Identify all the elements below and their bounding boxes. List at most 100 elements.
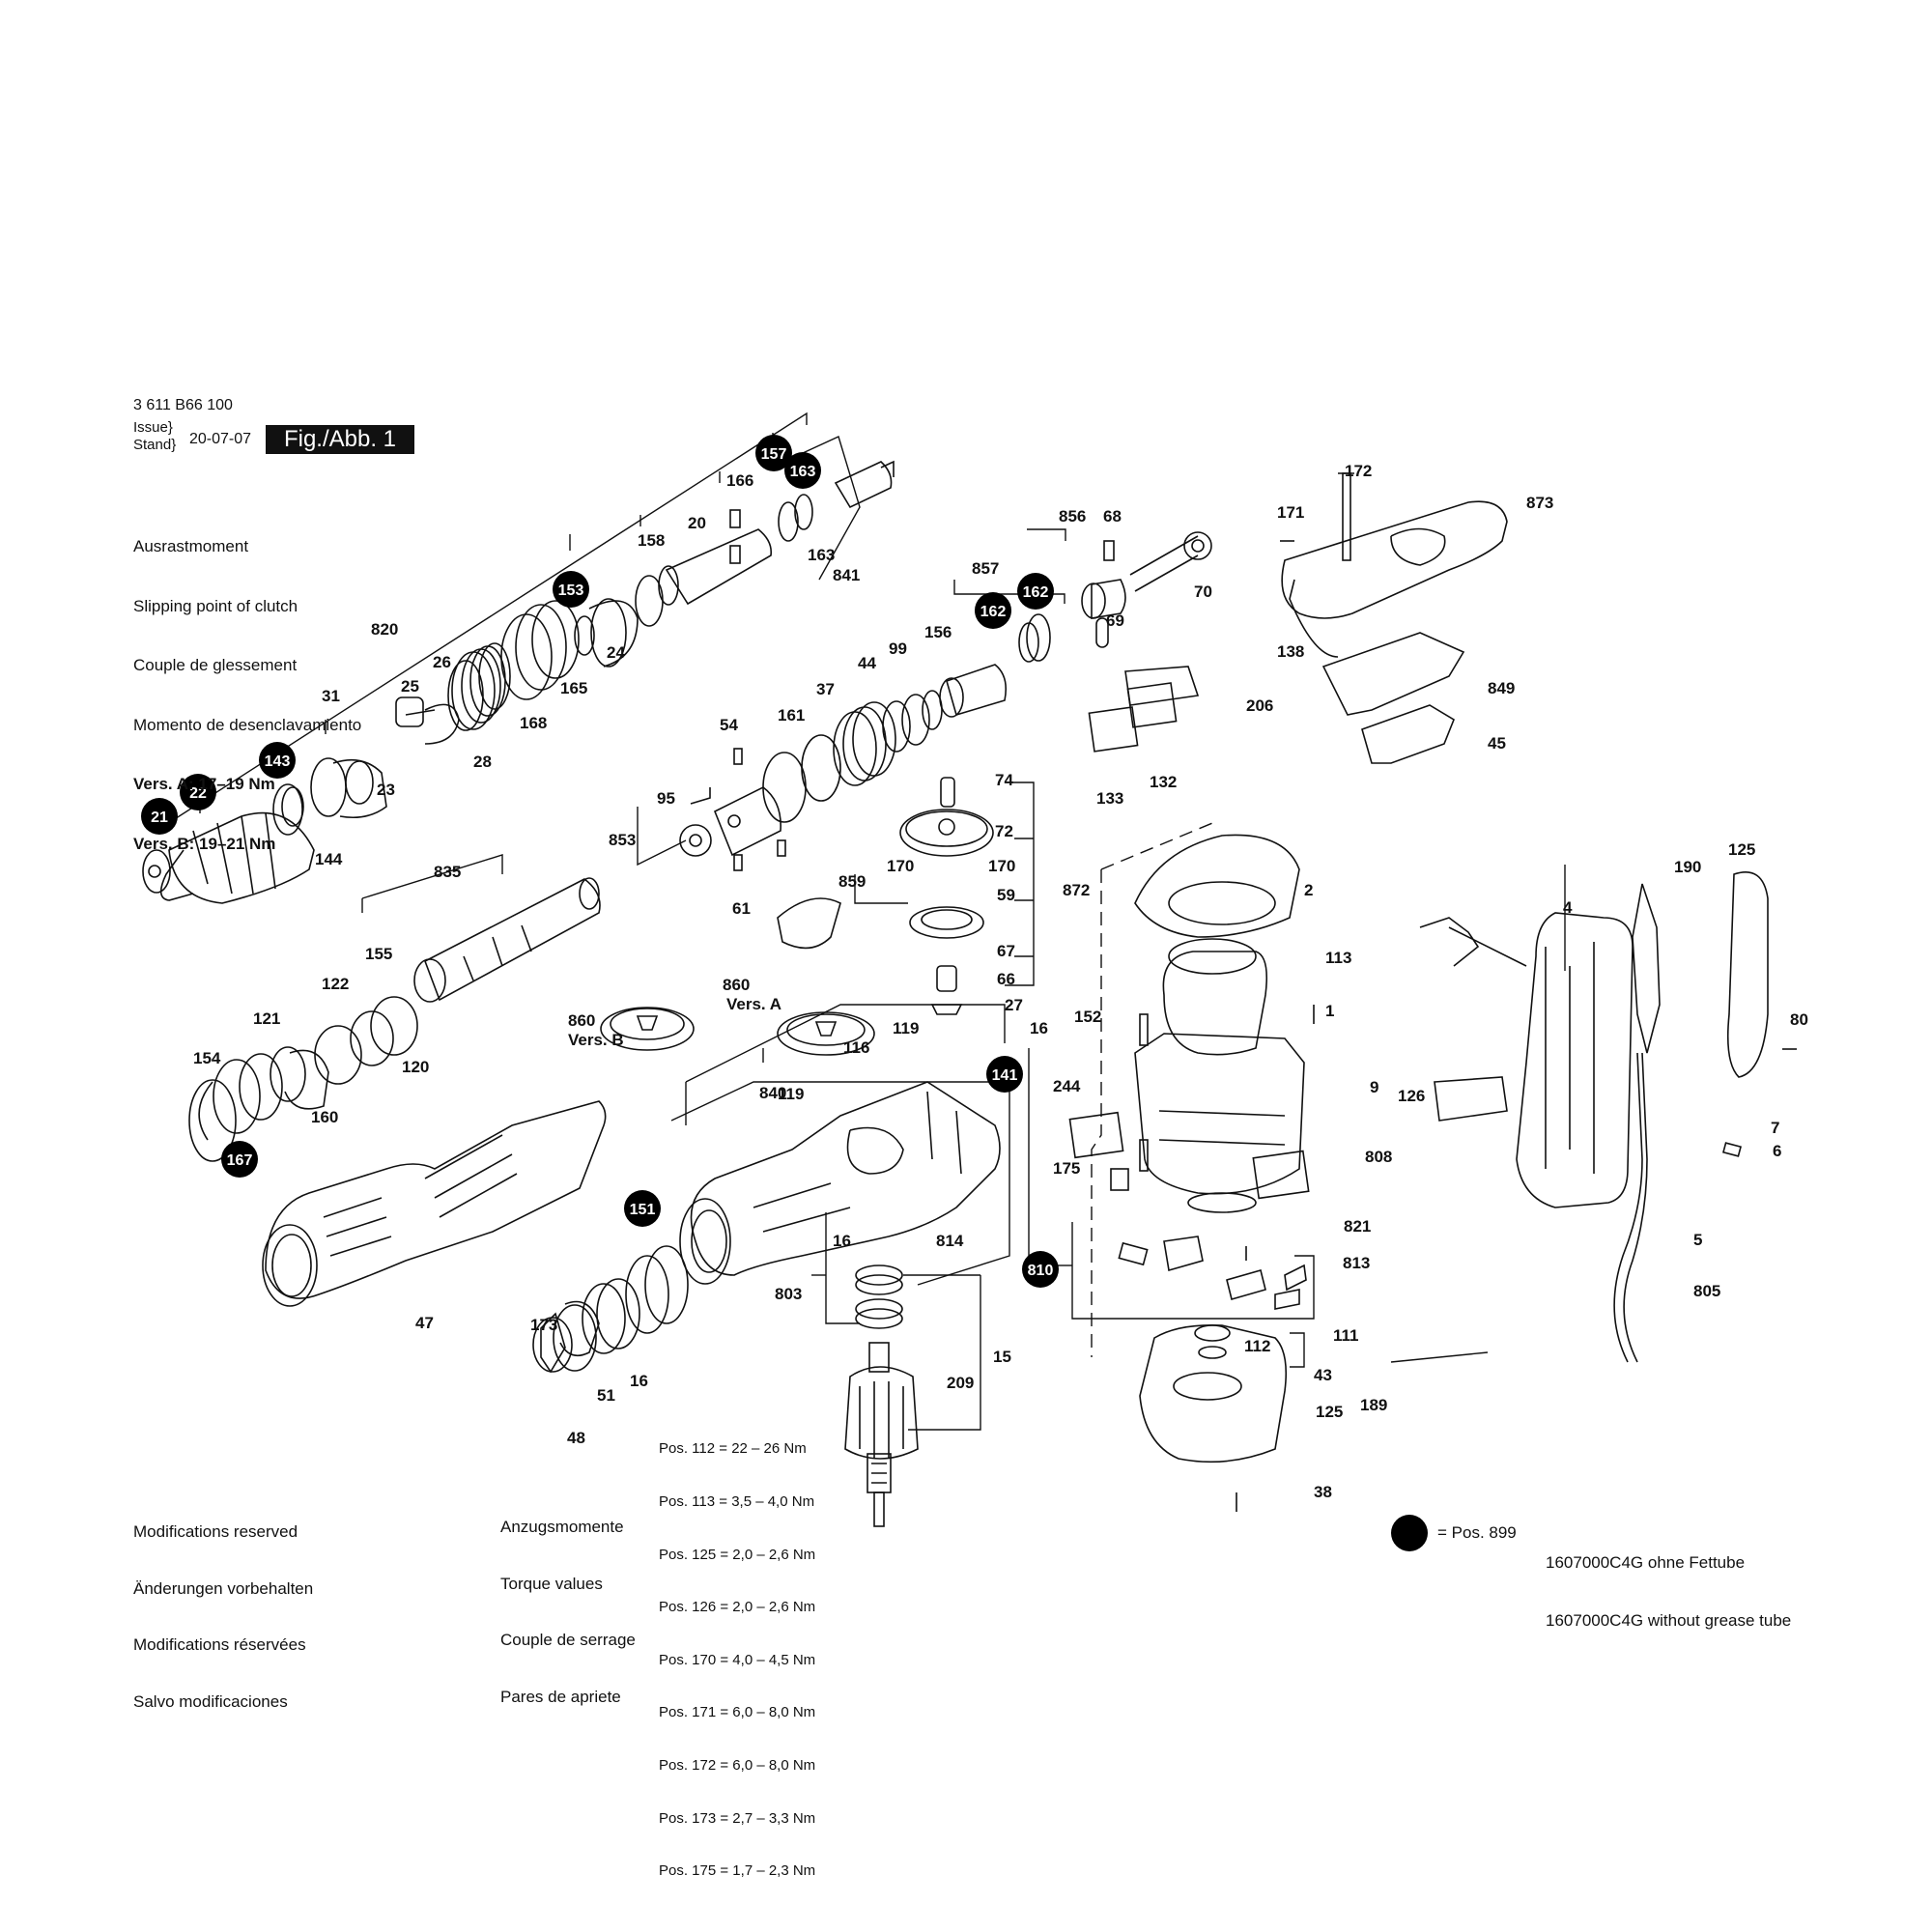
callout-number: 162 [1023, 584, 1049, 601]
callout-circle [1017, 573, 1054, 610]
part-number-label: 171 [1277, 503, 1304, 522]
part-number-label: 1 [1325, 1002, 1334, 1020]
callout-legend-dot [1391, 1515, 1428, 1551]
legend-code-de: 1607000C4G ohne Fettube [1546, 1553, 1746, 1572]
part-number-label: 860 [568, 1011, 595, 1030]
part-number-label: 112 [1244, 1337, 1270, 1355]
grease-callout: 810 [1022, 1251, 1059, 1288]
callout-number: 21 [151, 810, 168, 826]
part-number-label: 5 [1693, 1231, 1702, 1249]
grease-callout: 157 [755, 435, 792, 471]
part-number-label: 160 [311, 1108, 338, 1126]
torque-headings: Anzugsmomente Torque values Couple de se… [500, 1480, 636, 1744]
part-number-label: 66 [997, 970, 1015, 988]
torque-heading: Couple de serrage [500, 1631, 636, 1649]
part-number-label: 54 [720, 716, 738, 734]
torque-value: Pos. 175 = 1,7 – 2,3 Nm [659, 1862, 816, 1880]
torque-value: Pos. 172 = 6,0 – 8,0 Nm [659, 1757, 816, 1775]
part-number-label: 170 [887, 857, 914, 875]
grease-callout: 163 [784, 452, 821, 489]
part-number-label: 173 [530, 1316, 557, 1334]
callout-number: 141 [992, 1067, 1018, 1084]
legend-codes: 1607000C4G ohne Fettube 1607000C4G witho… [1546, 1515, 1791, 1669]
part-number-label: 43 [1314, 1366, 1332, 1384]
part-number-label: 47 [415, 1314, 434, 1332]
part-number-label: 154 [193, 1049, 221, 1067]
clutch-line: Ausrastmoment [133, 537, 249, 555]
part-number-label: Vers. B [568, 1031, 624, 1049]
part-number-label: 872 [1063, 881, 1090, 899]
part-number-label: Vers. A [726, 995, 781, 1013]
part-number-label: 166 [726, 471, 753, 490]
part-number-label: 859 [838, 872, 866, 891]
callout-number: 157 [761, 446, 787, 463]
part-number-label: 38 [1314, 1483, 1332, 1501]
part-number-label: 80 [1790, 1010, 1808, 1029]
part-number-label: 820 [371, 620, 398, 639]
modifications-line: Modifications réservées [133, 1635, 306, 1654]
callout-circle [180, 774, 216, 810]
legend-code-en: 1607000C4G without grease tube [1546, 1611, 1792, 1630]
callout-number: 151 [630, 1202, 656, 1218]
callout-circle [259, 742, 296, 779]
callout-number: 153 [558, 582, 584, 599]
torque-value: Pos. 170 = 4,0 – 4,5 Nm [659, 1651, 816, 1668]
part-number-label: 152 [1074, 1008, 1101, 1026]
clutch-vers-b: Vers. B: 19–21 Nm [133, 834, 276, 853]
part-number-label: 853 [609, 831, 636, 849]
part-number-label: 16 [833, 1232, 851, 1250]
grease-callout: 167 [221, 1141, 258, 1178]
grease-callout: 21 [141, 798, 178, 835]
part-number-label: 45 [1488, 734, 1506, 753]
part-number-label: 6 [1773, 1142, 1781, 1160]
part-number-label: 2 [1304, 881, 1313, 899]
part-number-label: 24 [607, 643, 625, 662]
part-number-label: 209 [947, 1374, 974, 1392]
part-number-label: 849 [1488, 679, 1515, 697]
grease-callout: 141 [986, 1056, 1023, 1093]
issue-label: Issue [133, 419, 168, 436]
callout-circle [755, 435, 792, 471]
callout-circle [784, 452, 821, 489]
torque-heading: Pares de apriete [500, 1687, 621, 1706]
modifications-line: Salvo modificaciones [133, 1691, 288, 1711]
modifications-line: Änderungen vorbehalten [133, 1578, 314, 1598]
part-number-label: 16 [630, 1372, 648, 1390]
torque-value: Pos. 112 = 22 – 26 Nm [659, 1440, 807, 1458]
part-number-label: 72 [995, 822, 1013, 840]
gear-shaft [679, 531, 1212, 871]
part-number-label: 813 [1343, 1254, 1370, 1272]
callout-circle [553, 571, 589, 608]
grease-callout: 162 [975, 592, 1011, 629]
part-number-label: 808 [1365, 1148, 1392, 1166]
part-number-label: 803 [775, 1285, 802, 1303]
grease-callout: 143 [259, 742, 296, 779]
front-housing [262, 1100, 607, 1307]
grease-callout: 22 [180, 774, 216, 810]
leader-lines [156, 412, 1566, 1431]
part-number-label: 23 [377, 781, 395, 799]
part-number-label: 155 [365, 945, 392, 963]
part-number-label: 168 [520, 714, 547, 732]
spindle-tube [188, 877, 601, 1162]
part-number-label: 4 [1563, 898, 1573, 917]
modifications-line: Modifications reserved [133, 1522, 298, 1541]
part-number-label: 28 [473, 753, 492, 771]
callout-circle [221, 1141, 258, 1178]
part-number-label: 59 [997, 886, 1015, 904]
part-number-label: 119 [893, 1019, 919, 1037]
torque-heading: Anzugsmomente [500, 1518, 624, 1536]
part-number-label: 158 [638, 531, 665, 550]
part-number-label: 125 [1316, 1403, 1343, 1421]
part-number-label: 44 [858, 654, 876, 672]
torque-heading: Torque values [500, 1574, 603, 1593]
clutch-line: Momento de desenclavamiento [133, 715, 362, 734]
callout-circle [1022, 1251, 1059, 1288]
part-number-label: 68 [1103, 507, 1122, 526]
part-number-label: 821 [1344, 1217, 1371, 1236]
top-cover [1088, 472, 1508, 764]
gears [600, 777, 994, 1056]
part-number-label: 31 [322, 687, 340, 705]
